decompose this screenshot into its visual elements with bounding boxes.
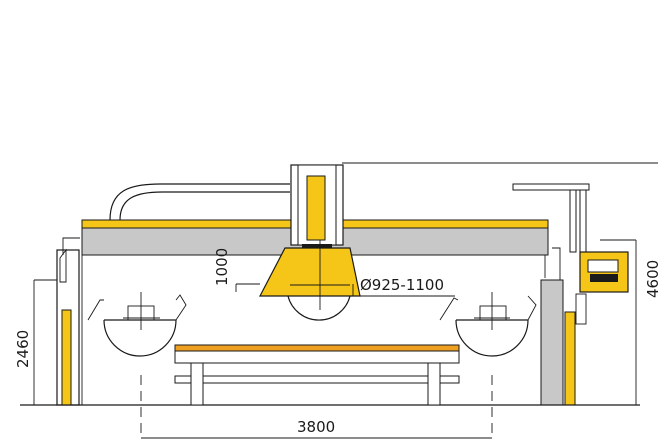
dimension-blade-diameter: Ø925-1100 xyxy=(352,276,455,297)
height-label: 2460 xyxy=(14,330,32,368)
cutting-head-carriage xyxy=(290,164,344,248)
dimension-overall-height: 4600 xyxy=(644,260,658,298)
dimension-blade-stroke: 1000 xyxy=(213,248,260,292)
cable-carrier xyxy=(109,183,290,221)
control-panel-mast xyxy=(512,183,590,325)
dimension-height: 2460 xyxy=(14,279,57,405)
overall-height-label: 4600 xyxy=(644,260,658,298)
dimension-track-width: 3800 xyxy=(140,375,493,439)
work-table xyxy=(174,344,460,406)
left-support-column xyxy=(56,237,80,406)
right-support-column xyxy=(540,247,576,406)
blade-stroke-label: 1000 xyxy=(213,248,231,286)
right-rail-wheel xyxy=(439,292,537,357)
left-rail-wheel xyxy=(87,292,187,357)
control-panel xyxy=(579,251,629,293)
blade-diameter-label: Ø925-1100 xyxy=(360,276,444,294)
track-width-label: 3800 xyxy=(297,418,335,436)
blade-guard xyxy=(259,240,361,321)
